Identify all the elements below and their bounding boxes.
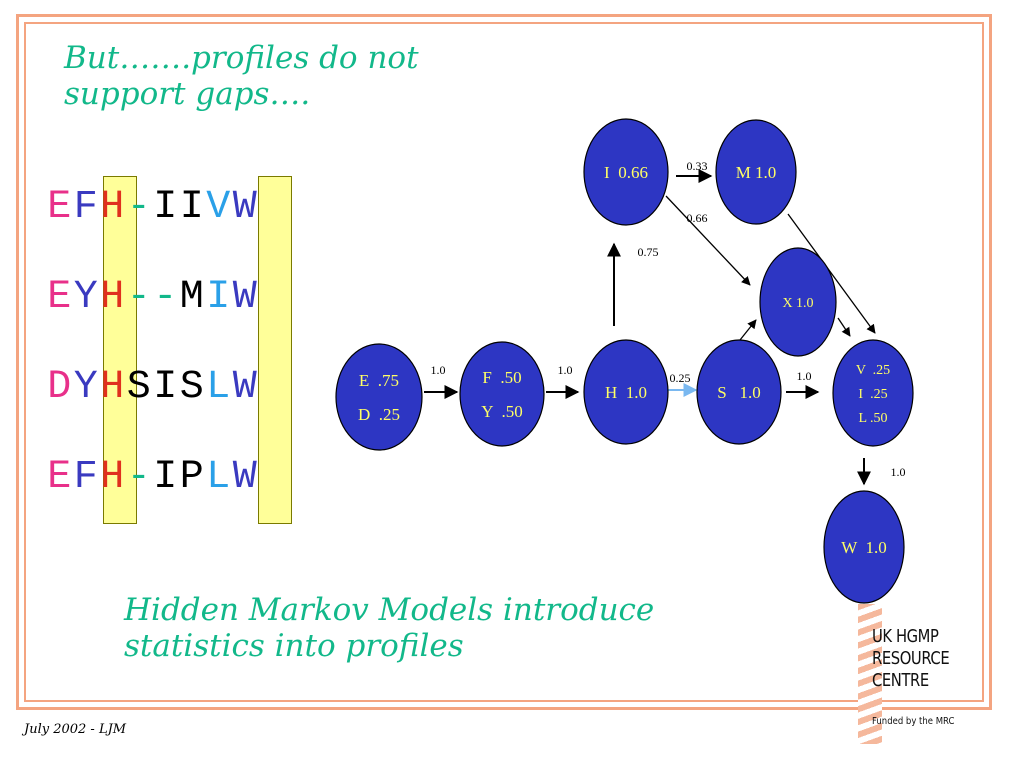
state-node-i: I 0.66 <box>583 118 669 226</box>
residue: V <box>206 185 231 230</box>
transition-arrow-x-vil <box>837 317 851 337</box>
residue: S <box>179 365 204 410</box>
state-node-ed: E .75 D .25 <box>335 343 423 451</box>
title-line-1: But…….profiles do not <box>64 40 419 76</box>
residue: E <box>47 455 72 500</box>
alignment-row: EFH-IIVW <box>46 186 258 230</box>
alignment-row: EYH--MIW <box>46 276 258 320</box>
residue: I <box>153 365 178 410</box>
slide-subtitle: Hidden Markov Models introduce statistic… <box>124 592 824 664</box>
residue: F <box>73 455 98 500</box>
state-ellipse <box>335 343 423 451</box>
state-node-s: S 1.0 <box>696 339 782 445</box>
state-emission-label: Y .50 <box>481 402 522 421</box>
state-ellipse <box>759 247 837 357</box>
transition-probability-label: 1.0 <box>558 363 573 377</box>
state-emission-label: I 0.66 <box>604 163 648 182</box>
residue: I <box>206 275 231 320</box>
residue: Y <box>73 275 98 320</box>
residue: L <box>206 455 231 500</box>
state-ellipse <box>696 339 782 445</box>
state-emission-label: M 1.0 <box>736 163 777 182</box>
transition-probability-label: 0.66 <box>687 211 708 225</box>
logo-funded: Funded by the MRC <box>872 716 955 727</box>
state-emission-label: I .25 <box>858 387 887 402</box>
residue: E <box>47 185 72 230</box>
state-ellipse <box>583 339 669 445</box>
logo-line-1: UK HGMP <box>872 626 939 647</box>
residue: E <box>47 275 72 320</box>
residue: - <box>126 455 151 500</box>
uk-hgmp-logo: UK HGMP RESOURCE CENTRE Funded by the MR… <box>858 604 984 744</box>
state-ellipse <box>832 339 914 447</box>
state-emission-label: L .50 <box>858 411 887 426</box>
residue: I <box>153 455 178 500</box>
residue: Y <box>73 365 98 410</box>
residue: W <box>232 365 257 410</box>
dna-helix-icon <box>858 604 882 744</box>
state-emission-label: D .25 <box>358 405 400 424</box>
state-node-w: W 1.0 <box>823 490 905 604</box>
residue: D <box>47 365 72 410</box>
state-node-x: X 1.0 <box>759 247 837 357</box>
residue: - <box>126 185 151 230</box>
slide-frame-inner <box>24 22 984 702</box>
state-emission-label: S 1.0 <box>717 383 760 402</box>
title-line-2: support gaps…. <box>64 76 311 112</box>
residue: H <box>100 275 125 320</box>
residue: H <box>100 455 125 500</box>
transition-probability-label: 0.33 <box>687 159 708 173</box>
transition-arrow-s-x <box>739 319 757 341</box>
residue: - <box>126 275 151 320</box>
transition-probability-label: 1.0 <box>891 465 906 479</box>
subtitle-line-1: Hidden Markov Models introduce <box>124 592 655 628</box>
state-ellipse <box>583 118 669 226</box>
state-ellipse <box>823 490 905 604</box>
slide-footer: July 2002 - LJM <box>24 722 127 737</box>
alignment-row: DYHSISLW <box>46 366 258 410</box>
residue: S <box>126 365 151 410</box>
slide-frame-outer <box>16 14 992 710</box>
transition-probability-label: 1.0 <box>431 363 446 377</box>
logo-text: UK HGMP RESOURCE CENTRE <box>872 626 950 692</box>
residue: F <box>73 185 98 230</box>
residue: P <box>179 455 204 500</box>
residue: I <box>179 185 204 230</box>
residue: L <box>206 365 231 410</box>
transition-probability-label: 0.25 <box>670 371 691 385</box>
state-node-fy: F .50 Y .50 <box>459 341 545 447</box>
transition-probability-label: 0.75 <box>638 245 659 259</box>
residue: H <box>100 365 125 410</box>
transition-arrow-i-x <box>665 195 751 286</box>
residue: H <box>100 185 125 230</box>
transition-arrow-m-vil <box>787 213 876 334</box>
logo-line-2: RESOURCE <box>872 648 950 669</box>
state-emission-label: H 1.0 <box>605 383 647 402</box>
state-ellipse <box>715 119 797 225</box>
residue: - <box>153 275 178 320</box>
alignment-row: EFH-IPLW <box>46 456 258 500</box>
residue: W <box>232 185 257 230</box>
state-emission-label: W 1.0 <box>841 538 887 557</box>
highlight-column-w <box>258 176 292 524</box>
subtitle-line-2: statistics into profiles <box>124 628 464 664</box>
residue: I <box>153 185 178 230</box>
state-emission-label: E .75 <box>359 371 399 390</box>
state-node-m: M 1.0 <box>715 119 797 225</box>
residue: W <box>232 455 257 500</box>
slide-title: But…….profiles do not support gaps…. <box>64 40 524 112</box>
logo-line-3: CENTRE <box>872 670 929 691</box>
state-emission-label: V .25 <box>856 363 890 378</box>
transition-probability-label: 1.0 <box>797 369 812 383</box>
residue: M <box>179 275 204 320</box>
state-node-h: H 1.0 <box>583 339 669 445</box>
state-ellipse <box>459 341 545 447</box>
residue: W <box>232 275 257 320</box>
state-emission-label: X 1.0 <box>782 296 813 311</box>
state-node-vil: V .25 I .25 L .50 <box>832 339 914 447</box>
state-emission-label: F .50 <box>482 368 521 387</box>
highlight-column-h <box>103 176 137 524</box>
